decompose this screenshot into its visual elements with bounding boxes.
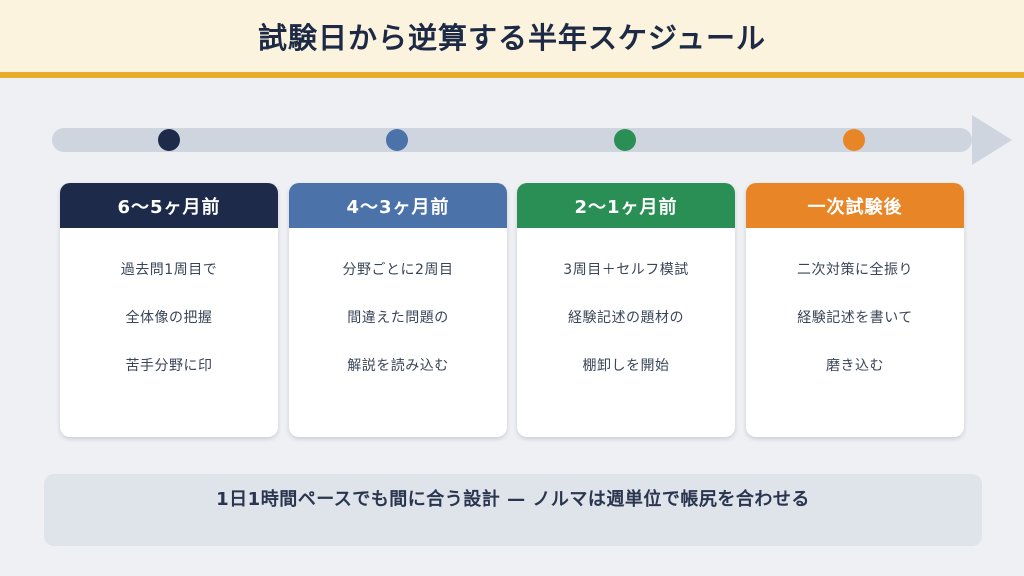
phase-card-line: 経験記述を書いて xyxy=(797,310,913,326)
timeline-dot-3 xyxy=(614,129,636,151)
footer-note-box: 1日1時間ペースでも間に合う設計 — ノルマは週単位で帳尻を合わせる xyxy=(44,474,982,546)
phase-card-body: 3周目＋セルフ模試 経験記述の題材の 棚卸しを開始 xyxy=(517,228,735,390)
header-banner: 試験日から逆算する半年スケジュール xyxy=(0,0,1024,78)
phase-card-line: 全体像の把握 xyxy=(125,310,213,326)
phase-card-header: 一次試験後 xyxy=(746,183,964,228)
footer-note: 1日1時間ペースでも間に合う設計 — ノルマは週単位で帳尻を合わせる xyxy=(216,489,810,510)
phase-card-2: 4〜3ヶ月前 分野ごとに2周目 間違えた問題の 解説を読み込む xyxy=(289,183,507,437)
phase-card-body: 二次対策に全振り 経験記述を書いて 磨き込む xyxy=(746,228,964,390)
timeline-dot-2 xyxy=(386,129,408,151)
phase-card-body: 過去問1周目で 全体像の把握 苦手分野に印 xyxy=(60,228,278,390)
phase-card-header: 6〜5ヶ月前 xyxy=(60,183,278,228)
timeline-dot-4 xyxy=(843,129,865,151)
phase-card-4: 一次試験後 二次対策に全振り 経験記述を書いて 磨き込む xyxy=(746,183,964,437)
phase-card-line: 苦手分野に印 xyxy=(125,358,213,374)
phase-card-line: 過去問1周目で xyxy=(120,262,218,278)
phase-card-line: 磨き込む xyxy=(826,358,884,374)
timeline-arrow-icon xyxy=(972,115,1012,165)
phase-card-header: 2〜1ヶ月前 xyxy=(517,183,735,228)
timeline-bar xyxy=(52,128,972,152)
phase-card-line: 解説を読み込む xyxy=(347,358,449,374)
phase-card-line: 経験記述の題材の xyxy=(568,310,684,326)
phase-card-body: 分野ごとに2周目 間違えた問題の 解説を読み込む xyxy=(289,228,507,390)
phase-card-3: 2〜1ヶ月前 3周目＋セルフ模試 経験記述の題材の 棚卸しを開始 xyxy=(517,183,735,437)
page-title: 試験日から逆算する半年スケジュール xyxy=(258,21,766,55)
phase-card-line: 3周目＋セルフ模試 xyxy=(563,262,689,278)
phase-card-header: 4〜3ヶ月前 xyxy=(289,183,507,228)
phase-card-line: 二次対策に全振り xyxy=(797,262,913,278)
phase-card-line: 分野ごとに2周目 xyxy=(342,262,454,278)
timeline-dot-1 xyxy=(158,129,180,151)
phase-card-line: 間違えた問題の xyxy=(347,310,449,326)
phase-card-line: 棚卸しを開始 xyxy=(582,358,670,374)
phase-card-1: 6〜5ヶ月前 過去問1周目で 全体像の把握 苦手分野に印 xyxy=(60,183,278,437)
